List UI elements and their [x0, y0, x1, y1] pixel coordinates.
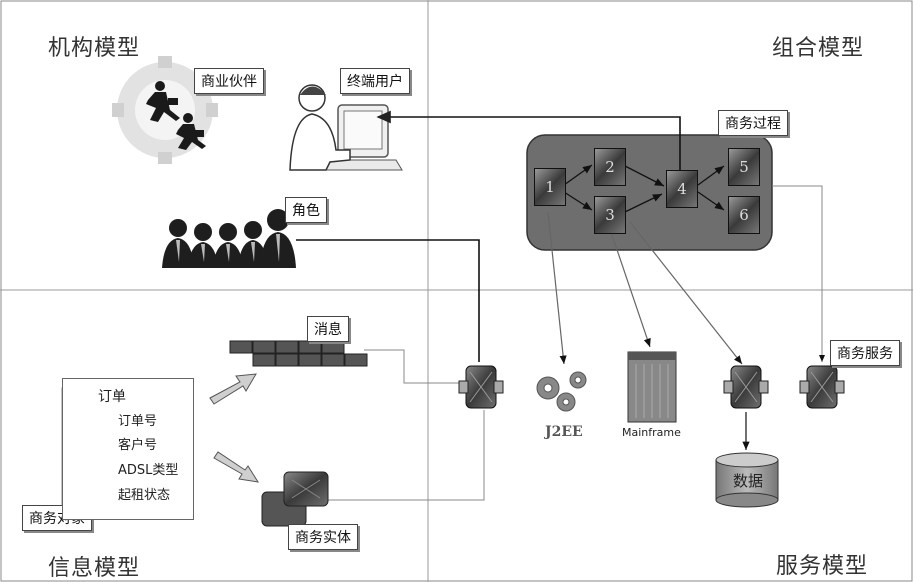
process-step-1: 1	[534, 168, 566, 206]
database-cylinder	[715, 452, 779, 508]
business-process-label: 商务过程	[718, 110, 788, 136]
org-model-title: 机构模型	[48, 36, 141, 61]
line-entity-bus	[322, 410, 485, 501]
process-step-2: 2	[594, 148, 626, 186]
role-label: 角色	[285, 197, 327, 223]
message-bricks	[229, 340, 368, 367]
order-field-customer: 客户号	[118, 438, 158, 453]
process-container	[526, 134, 773, 251]
bus-node	[458, 365, 504, 409]
process-step-4: 4	[666, 170, 698, 208]
end-user-label: 终端用户	[340, 68, 410, 94]
role-illustration	[162, 209, 296, 268]
business-entity-label: 商务实体	[288, 524, 358, 550]
order-field-status: 起租状态	[118, 488, 171, 503]
entity-cubes	[261, 471, 329, 527]
partner-illustration	[112, 56, 218, 164]
order-object-box	[62, 378, 194, 520]
partner-label: 商业伙伴	[194, 68, 264, 94]
arrow-to-entity	[213, 451, 260, 483]
service-model-title: 服务模型	[776, 554, 869, 579]
business-service-label: 商务服务	[830, 340, 900, 366]
process-step-3: 3	[594, 196, 626, 234]
arrow-to-message	[209, 373, 257, 405]
line-process-service	[772, 185, 825, 362]
process-step-5: 5	[728, 148, 760, 186]
mainframe-label: Mainframe	[622, 426, 681, 439]
order-field-adsl: ADSL类型	[118, 463, 179, 478]
service-node-business	[799, 365, 845, 409]
flow-role-to-bus	[296, 239, 480, 362]
order-field-number: 订单号	[118, 414, 158, 429]
j2ee-gears	[536, 371, 587, 412]
message-label: 消息	[307, 316, 349, 342]
combo-model-title: 组合模型	[772, 36, 865, 61]
info-model-title: 信息模型	[48, 556, 141, 581]
order-title: 订单	[98, 389, 126, 405]
service-node-db	[723, 365, 769, 409]
line-message-bus	[364, 349, 460, 384]
j2ee-label: J2EE	[545, 424, 583, 440]
mainframe-illustration	[627, 351, 677, 423]
flow-process-to-user	[376, 110, 681, 170]
database-label: 数据	[733, 472, 764, 490]
process-step-6: 6	[728, 196, 760, 234]
end-user-illustration	[289, 84, 403, 171]
